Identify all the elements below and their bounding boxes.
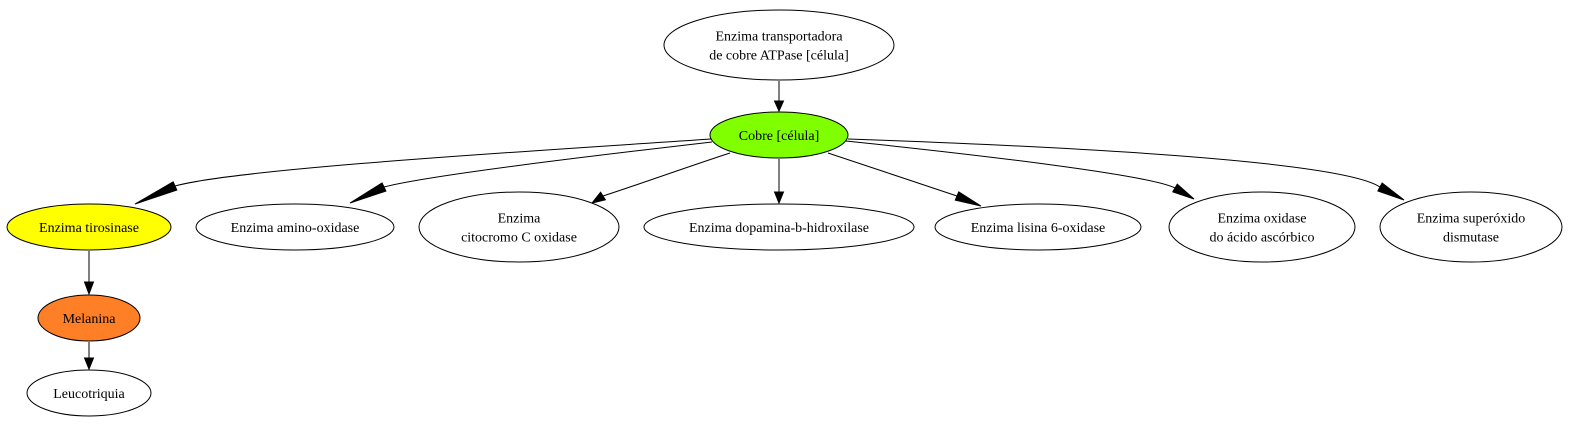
edge-cobre-to-amino [349, 141, 713, 204]
node-label: Enzima oxidase [1217, 212, 1306, 227]
node-dopamina: Enzima dopamina-b-hidroxilase [643, 203, 915, 251]
node-ellipse [709, 111, 849, 159]
node-label: Cobre [célula] [739, 129, 819, 144]
arrowhead-icon [773, 191, 785, 205]
node-cobre: Cobre [célula] [709, 111, 849, 159]
node-label: do ácido ascórbico [1210, 231, 1315, 246]
arrowhead-icon [773, 100, 785, 113]
arrowhead-icon [1377, 182, 1405, 201]
node-ellipse [26, 369, 152, 417]
node-leucotriquia: Leucotriquia [26, 369, 152, 417]
node-label: Enzima tirosinase [39, 221, 139, 236]
arrowhead-icon [83, 357, 95, 371]
edge-atpase-to-cobre [773, 81, 785, 113]
node-label: citocromo C oxidase [461, 231, 577, 246]
node-label: Melanina [63, 312, 117, 327]
node-ellipse [934, 203, 1142, 251]
edge-line [847, 138, 1381, 188]
edge-melanina-to-leucotriquia [83, 342, 95, 371]
nodes-layer: Enzima transportadora de cobre ATPase [cé… [6, 9, 1563, 417]
edge-line [383, 141, 713, 188]
edge-line [602, 152, 731, 197]
node-ellipse [37, 294, 141, 342]
edge-cobre-to-superoxido [847, 138, 1405, 201]
node-tirosinase: Enzima tirosinase [6, 203, 172, 251]
node-ellipse [195, 203, 395, 251]
node-label: de cobre ATPase [célula] [709, 49, 849, 64]
node-atpase: Enzima transportadora de cobre ATPase [cé… [663, 9, 895, 81]
node-ellipse [1168, 191, 1356, 263]
node-citocromo: Enzima citocromo C oxidase [418, 191, 620, 263]
node-ellipse [6, 203, 172, 251]
node-ellipse [418, 191, 620, 263]
edge-cobre-to-lisina [827, 152, 982, 207]
node-lisina: Enzima lisina 6-oxidase [934, 203, 1142, 251]
edge-line [827, 152, 958, 197]
node-label: Enzima transportadora [715, 30, 843, 45]
node-label: Enzima [498, 212, 542, 227]
node-ellipse [663, 9, 895, 81]
node-superoxido: Enzima superóxido dismutase [1379, 191, 1563, 263]
node-label: Enzima amino-oxidase [231, 221, 360, 236]
node-ascorbico: Enzima oxidase do ácido ascórbico [1168, 191, 1356, 263]
node-melanina: Melanina [37, 294, 141, 342]
arrowhead-icon [590, 191, 607, 204]
node-amino: Enzima amino-oxidase [195, 203, 395, 251]
edge-cobre-to-dopamina [773, 159, 785, 205]
arrowhead-icon [1172, 183, 1195, 200]
edge-cobre-to-ascorbico [845, 140, 1195, 200]
edges-layer [83, 81, 1405, 371]
arrowhead-icon [83, 281, 95, 296]
node-ellipse [643, 203, 915, 251]
edge-line [174, 138, 712, 187]
node-label: dismutase [1443, 231, 1499, 246]
node-label: Enzima lisina 6-oxidase [971, 221, 1106, 236]
node-label: Enzima superóxido [1417, 212, 1525, 227]
node-label: Enzima dopamina-b-hidroxilase [689, 221, 869, 236]
node-label: Leucotriquia [53, 387, 125, 402]
arrowhead-icon [349, 182, 387, 204]
edge-cobre-to-citocromo [590, 152, 731, 204]
edge-cobre-to-tirosinase [134, 138, 712, 205]
node-ellipse [1379, 191, 1563, 263]
arrowhead-icon [954, 191, 982, 207]
arrowhead-icon [134, 181, 178, 205]
edge-tirosinase-to-melanina [83, 251, 95, 296]
edge-line [845, 140, 1176, 189]
